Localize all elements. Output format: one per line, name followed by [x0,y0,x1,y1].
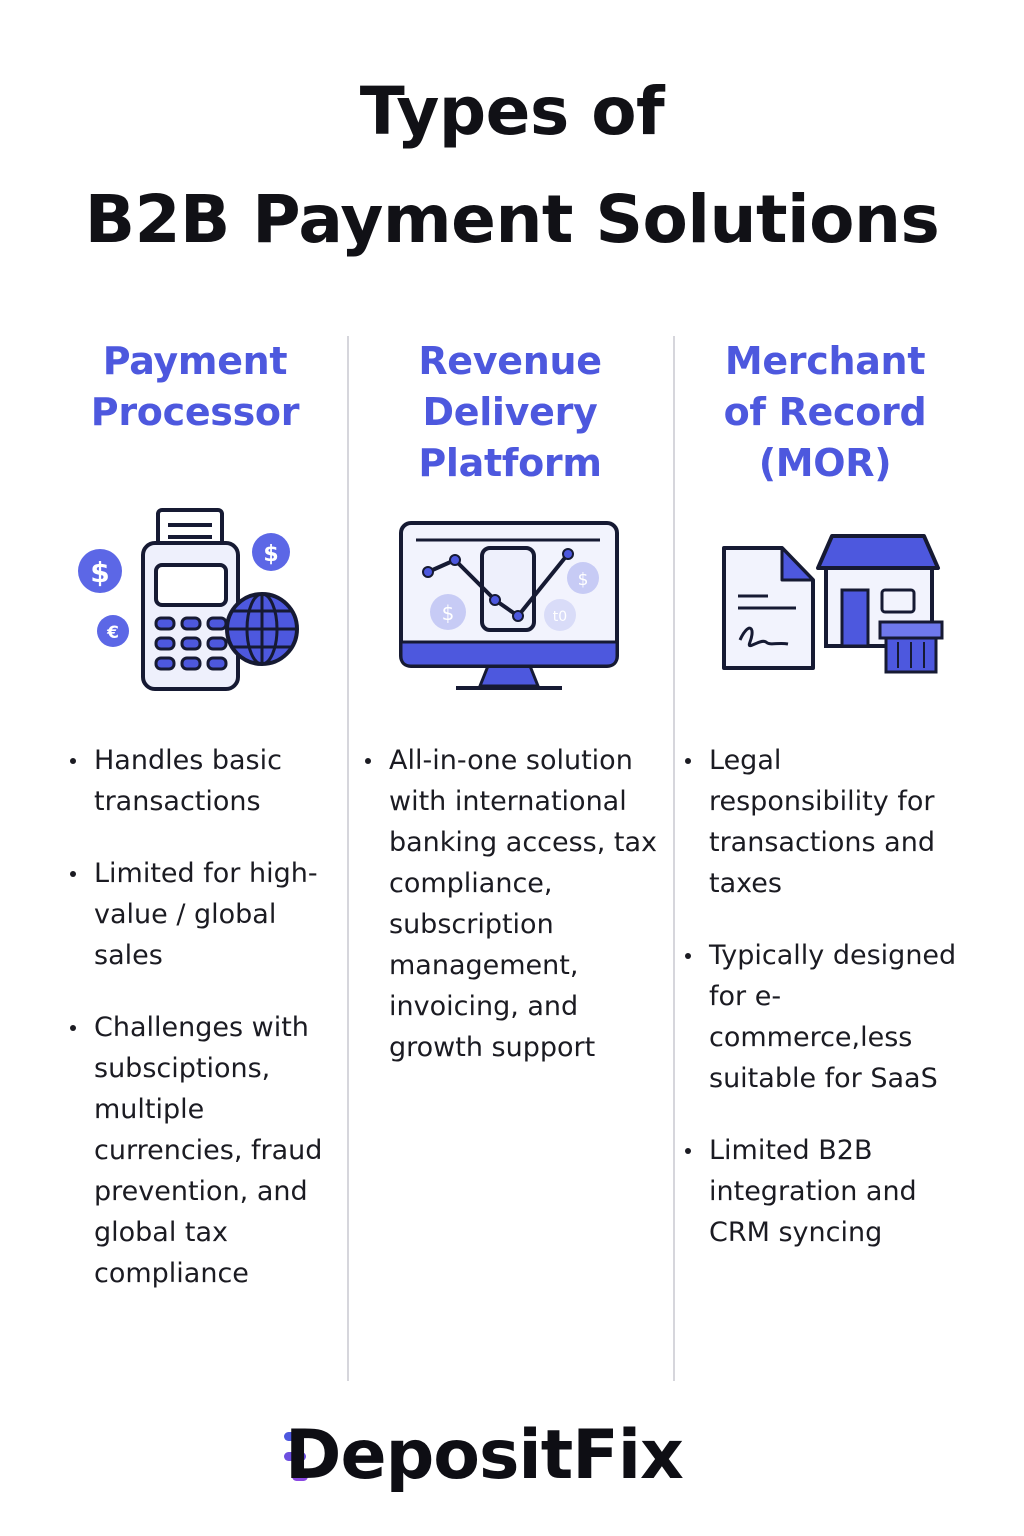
column-title-line: Delivery [422,390,598,434]
page-title-line-2: B2B Payment Solutions [84,181,940,258]
svg-text:$: $ [578,570,589,590]
column-payment-processor: Payment Processor [40,336,350,438]
list-item: Legal responsibility for transactions an… [683,740,958,904]
column-divider-1 [347,336,349,1381]
column-title-line: Platform [418,441,602,485]
svg-text:€: € [106,623,119,643]
svg-text:$: $ [90,556,109,589]
svg-text:$: $ [263,542,278,567]
list-item: Limited for high-value / global sales [68,853,343,976]
payment-terminal-icon: $ $ € [78,508,299,691]
column-title-line: Revenue [418,339,602,383]
svg-text:t0: t0 [553,609,567,625]
column-title-line: Processor [90,390,300,434]
column-title-line: of Record [723,390,927,434]
list-item: Handles basic transactions [68,740,343,822]
bullet-list-merchant-of-record: Legal responsibility for transactions an… [683,740,958,1284]
column-title: Merchant of Record (MOR) [675,336,975,489]
list-item: Limited B2B integration and CRM syncing [683,1130,958,1253]
column-title: Revenue Delivery Platform [352,336,668,489]
bullet-list-revenue-delivery-platform: All-in-one solution with international b… [363,740,663,1099]
column-revenue-delivery-platform: Revenue Delivery Platform [352,336,668,489]
list-item: Challenges with subsciptions, multiple c… [68,1007,343,1294]
column-title-line: Payment [102,339,288,383]
document-storefront-icon [722,534,944,674]
page-title: Types of B2B Payment Solutions [0,58,1024,274]
fast-d-logo-icon [284,1432,308,1481]
column-divider-2 [673,336,675,1381]
bullet-list-payment-processor: Handles basic transactions Limited for h… [68,740,343,1325]
svg-text:$: $ [442,601,455,625]
page-title-line-1: Types of [359,73,665,150]
column-title: Payment Processor [40,336,350,438]
logo-text: DepositFix [285,1416,684,1495]
column-title-line: Merchant [724,339,926,383]
column-title-line: (MOR) [758,441,892,485]
column-merchant-of-record: Merchant of Record (MOR) [675,336,975,489]
list-item: Typically designed for e-commerce,less s… [683,935,958,1099]
depositfix-logo: DepositFix [0,1410,1024,1500]
list-item: All-in-one solution with international b… [363,740,663,1068]
monitor-chart-icon: $ $ t0 [399,521,619,690]
